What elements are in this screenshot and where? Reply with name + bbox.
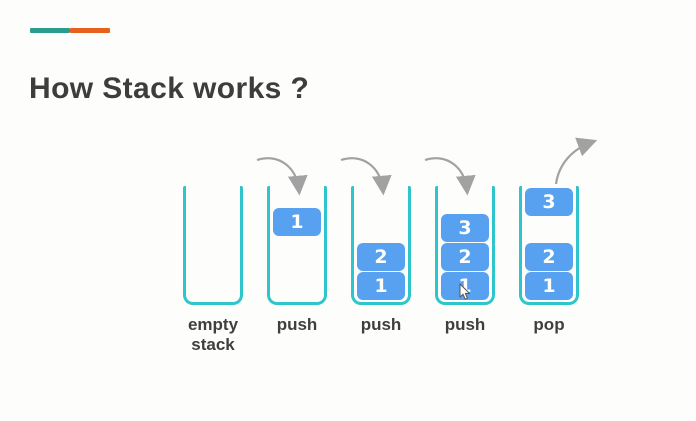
stack-container-pop: 3 2 1 xyxy=(519,186,579,305)
stack-block: 2 xyxy=(525,243,573,271)
stack-block: 3 xyxy=(525,188,573,216)
accent-dash-orange xyxy=(70,28,110,33)
stage-label-pop: pop xyxy=(533,315,565,334)
accent-dash-teal xyxy=(30,28,70,33)
stack-container-push-2: 2 1 xyxy=(351,186,411,305)
stack-block: 2 xyxy=(441,243,489,271)
stack-container-empty xyxy=(183,186,243,305)
stage-label-push: push xyxy=(360,315,402,334)
stack-container-push-1: 1 xyxy=(267,186,327,305)
stack-block: 3 xyxy=(441,214,489,242)
stack-block: 1 xyxy=(273,208,321,236)
stage-label-push: push xyxy=(276,315,318,334)
stage-label-line: stack xyxy=(191,335,235,355)
stack-block: 1 xyxy=(525,272,573,300)
stage-label-push: push xyxy=(444,315,486,334)
stage-label-empty-stack: empty stack xyxy=(171,315,255,356)
stack-block: 2 xyxy=(357,243,405,271)
stack-block: 1 xyxy=(357,272,405,300)
stack-container-push-3: 3 2 1 xyxy=(435,186,495,305)
slide-title: How Stack works ? xyxy=(29,72,310,106)
stack-block: 1 xyxy=(441,272,489,300)
pop-arrow-icon xyxy=(554,137,598,185)
stage-label-line: empty xyxy=(187,315,239,334)
